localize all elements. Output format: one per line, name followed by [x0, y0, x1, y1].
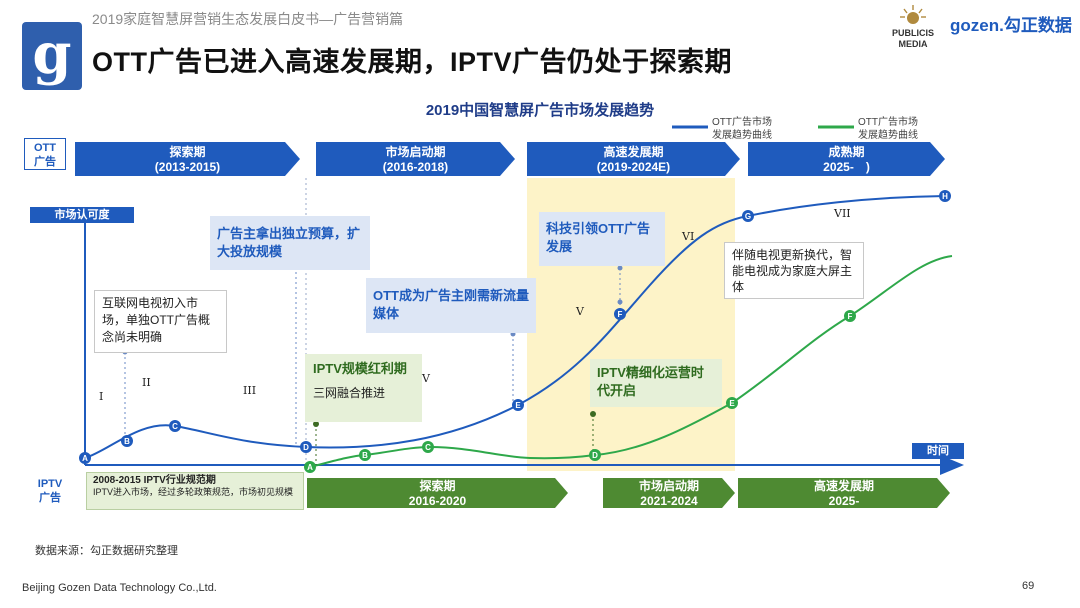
ott-phase-arrow-3 — [527, 142, 740, 176]
ott-trend-curve — [84, 195, 946, 459]
publicis-media-logo: PUBLICIS MEDIA — [878, 4, 948, 50]
sun-icon — [900, 5, 926, 24]
stage-numeral-6: VI — [682, 230, 695, 243]
note-ott-f: 科技引领OTT广告发展 — [539, 212, 665, 266]
ott-marker-g: G — [742, 210, 754, 222]
legend-line-iptv — [818, 125, 854, 129]
ott-marker-f: F — [614, 308, 626, 320]
ott-phase-3: 高速发展期(2019-2024E) — [596, 145, 671, 174]
x-axis-label: 时间 — [912, 443, 964, 459]
svg-text:G: G — [745, 212, 751, 221]
note-iptv-d: IPTV精细化运营时代开启 — [590, 359, 722, 407]
stage-numeral-2: II — [142, 376, 151, 389]
gozen-brand-logo: gozen.勾正数据 — [950, 16, 1072, 35]
svg-text:B: B — [124, 437, 130, 446]
ott-phase-arrow-4 — [748, 142, 945, 176]
ott-phase-2: 市场启动期(2016-2018) — [382, 145, 449, 174]
data-source: 数据来源：勾正数据研究整理 — [35, 545, 178, 557]
ott-marker-e: E — [512, 399, 524, 411]
iptv-regulation-phase: 2008-2015 IPTV行业规范期 IPTV进入市场，经过多轮政策规范，市场… — [86, 472, 304, 510]
ott-marker-c: C — [169, 420, 181, 432]
svg-text:B: B — [362, 451, 368, 460]
svg-text:A: A — [307, 463, 313, 472]
iptv-marker-d: D — [589, 449, 601, 461]
ott-marker-d: D — [300, 441, 312, 453]
note-ott-g: 伴随电视更新换代，智能电视成为家庭大屏主体 — [724, 242, 864, 299]
note-ott-e: OTT成为广告主刚需新流量媒体 — [366, 278, 536, 333]
iptv-marker-e: E — [726, 397, 738, 409]
note-ott-b: 互联网电视初入市场，单独OTT广告概念尚未明确 — [94, 290, 227, 353]
ott-phase-arrow-1 — [75, 142, 300, 176]
svg-text:F: F — [618, 310, 623, 319]
svg-text:E: E — [515, 401, 521, 410]
stage-numeral-5: V — [576, 305, 584, 318]
stage-numeral-4: V — [422, 372, 430, 385]
y-axis-label: 市场认可度 — [30, 207, 134, 223]
iptv-marker-b: B — [359, 449, 371, 461]
stage-numeral-7: VII — [834, 207, 851, 220]
legend-label-ott: OTT广告市场发展趋势曲线 — [712, 117, 772, 141]
chart-title: 2019中国智慧屏广告市场发展趋势 — [425, 102, 655, 119]
svg-text:H: H — [942, 192, 948, 201]
svg-text:C: C — [425, 443, 431, 452]
svg-text:D: D — [303, 443, 309, 452]
svg-text:D: D — [592, 451, 598, 460]
ott-phase-arrow-2 — [316, 142, 515, 176]
stage-numeral-1: I — [99, 390, 104, 403]
legend-line-ott — [672, 125, 708, 129]
note-ott-d: 广告主拿出独立预算，扩大投放规模 — [210, 216, 370, 270]
iptv-phase-arrow-3 — [738, 478, 950, 508]
svg-text:A: A — [82, 454, 88, 463]
svg-text:F: F — [848, 312, 853, 321]
iptv-marker-c: C — [422, 441, 434, 453]
svg-text:C: C — [172, 422, 178, 431]
ott-marker-b: B — [121, 435, 133, 447]
iptv-phase-arrow-1 — [307, 478, 568, 508]
ott-marker-h: H — [939, 190, 951, 202]
legend-label-iptv: OTT广告市场发展趋势曲线 — [858, 117, 918, 141]
iptv-marker-f: F — [844, 310, 856, 322]
header-subtitle: 2019家庭智慧屏营销生态发展白皮书—广告营销篇 — [92, 11, 404, 27]
ott-phase-1: 探索期(2013-2015) — [154, 145, 221, 174]
stage-numeral-3: III — [243, 384, 257, 397]
svg-text:E: E — [729, 399, 735, 408]
footer-company: Beijing Gozen Data Technology Co.,Ltd. — [22, 582, 217, 594]
iptv-marker-a: A — [304, 461, 316, 473]
gozen-g-logo: g — [22, 22, 82, 90]
page-title: OTT广告已进入高速发展期，IPTV广告仍处于探索期 — [92, 47, 732, 77]
note-iptv-a: IPTV规模红利期 三网融合推进 — [305, 354, 422, 422]
ott-marker-a: A — [79, 452, 91, 464]
page-number: 69 — [1022, 580, 1035, 592]
iptv-phase-arrow-2 — [603, 478, 735, 508]
